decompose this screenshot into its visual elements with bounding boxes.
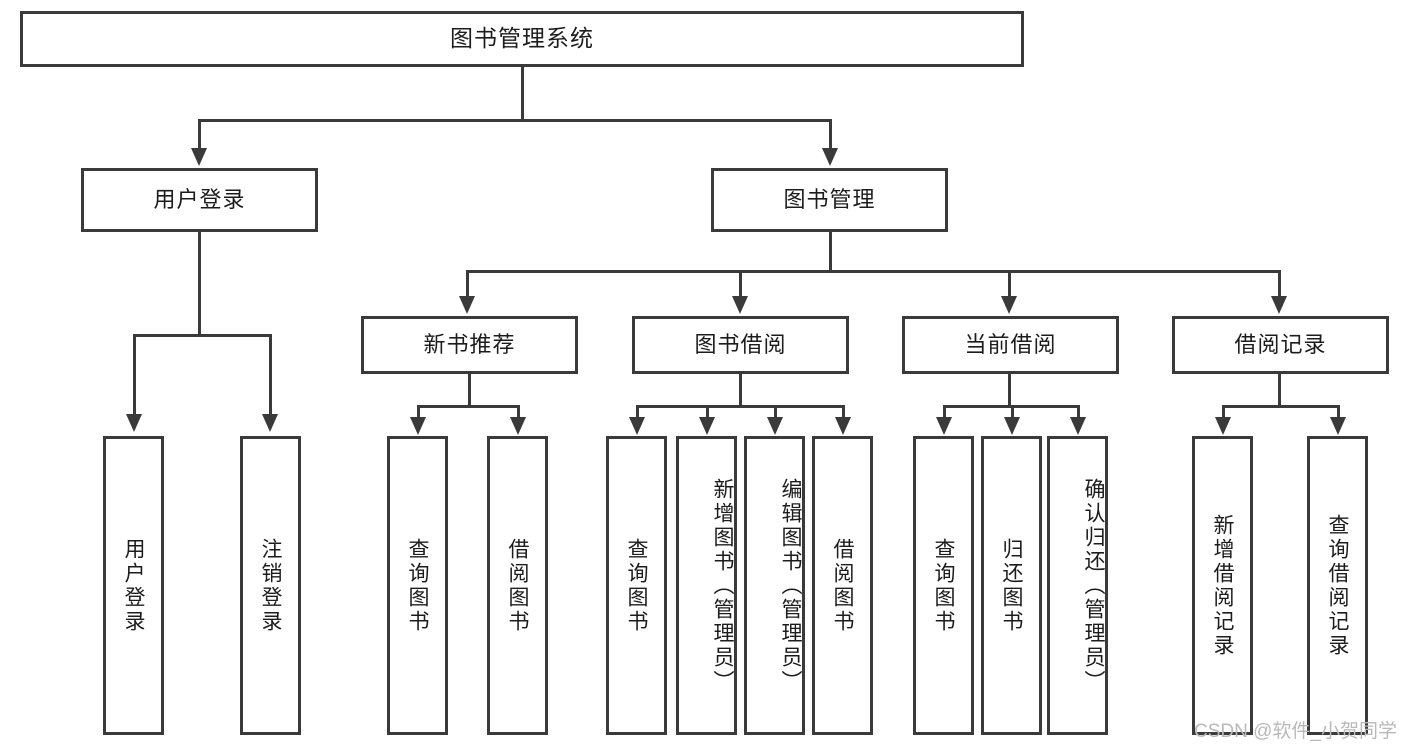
- node-label: 查询借阅记录: [1326, 513, 1350, 658]
- leaf-borrow-book-new[interactable]: 借阅图书: [487, 436, 548, 735]
- csdn-watermark: CSDN @软件_小贺同学: [1194, 721, 1397, 742]
- connector-user-login-stem: [198, 232, 201, 335]
- arrow-to-leaf-borrow-book-2: [835, 417, 851, 435]
- arrow-to-borrow-record: [1271, 296, 1287, 314]
- node-label: 借阅记录: [1234, 331, 1327, 357]
- node-user-login[interactable]: 用户登录: [81, 168, 318, 232]
- leaf-confirm-return-admin[interactable]: 确认归还（管理员）: [1047, 436, 1108, 735]
- arrow-to-book-mgmt: [822, 148, 838, 166]
- connector-borrow-record-drop-1: [1222, 405, 1225, 419]
- node-label: 图书借阅: [694, 331, 787, 357]
- arrow-to-leaf-query-book-3: [936, 417, 952, 435]
- connector-borrow-record-bus: [1222, 405, 1340, 408]
- connector-root-to-book-mgmt: [829, 119, 832, 150]
- connector-root-bus: [198, 119, 832, 122]
- node-root-system[interactable]: 图书管理系统: [20, 11, 1024, 67]
- leaf-edit-book-admin[interactable]: 编辑图书（管理员）: [744, 436, 805, 735]
- leaf-return-book[interactable]: 归还图书: [981, 436, 1042, 735]
- node-label: 图书管理: [783, 186, 876, 212]
- leaf-query-book-current[interactable]: 查询图书: [913, 436, 974, 735]
- connector-user-login-drop-2: [269, 334, 272, 416]
- arrow-to-current-borrow: [1001, 296, 1017, 314]
- node-label: 借阅图书: [506, 537, 530, 634]
- connector-new-book-drop-2: [517, 405, 520, 419]
- connector-borrow-record-stem: [1278, 374, 1281, 406]
- leaf-query-book-new[interactable]: 查询图书: [387, 436, 448, 735]
- connector-book-mgmt-drop-2: [739, 270, 742, 298]
- leaf-add-borrow-record[interactable]: 新增借阅记录: [1192, 436, 1253, 735]
- connector-new-book-drop-1: [417, 405, 420, 419]
- connector-user-login-drop-1: [133, 334, 136, 416]
- arrow-to-leaf-add-book: [699, 417, 715, 435]
- node-label: 查询图书: [932, 537, 956, 634]
- arrow-to-leaf-user-login: [126, 414, 142, 432]
- arrow-to-leaf-query-record: [1330, 417, 1346, 435]
- arrow-to-leaf-edit-book: [767, 417, 783, 435]
- arrow-to-leaf-borrow-book-1: [510, 417, 526, 435]
- connector-user-login-bus: [133, 334, 272, 337]
- arrow-to-leaf-return-book: [1004, 417, 1020, 435]
- arrow-to-leaf-add-record: [1215, 417, 1231, 435]
- connector-book-borrow-bus: [636, 405, 844, 408]
- leaf-add-book-admin[interactable]: 新增图书（管理员）: [676, 436, 737, 735]
- node-book-borrow[interactable]: 图书借阅: [632, 316, 849, 374]
- connector-current-borrow-drop-2: [1011, 405, 1014, 419]
- connector-book-mgmt-drop-3: [1008, 270, 1011, 298]
- node-label: 归还图书: [1000, 537, 1024, 634]
- node-label: 用户登录: [153, 186, 246, 212]
- leaf-query-book-borrow[interactable]: 查询图书: [606, 436, 667, 735]
- connector-book-borrow-stem: [739, 374, 742, 406]
- connector-root-to-user-login: [198, 119, 201, 150]
- leaf-logout[interactable]: 注销登录: [240, 436, 301, 735]
- node-label: 注销登录: [259, 537, 283, 634]
- node-label: 新增借阅记录: [1211, 513, 1235, 658]
- connector-book-borrow-drop-3: [774, 405, 777, 419]
- connector-current-borrow-drop-1: [943, 405, 946, 419]
- node-label: 借阅图书: [831, 537, 855, 634]
- node-current-borrow[interactable]: 当前借阅: [902, 316, 1119, 374]
- connector-book-mgmt-drop-4: [1278, 270, 1281, 298]
- connector-book-mgmt-drop-1: [466, 270, 469, 298]
- node-borrow-record[interactable]: 借阅记录: [1172, 316, 1389, 374]
- connector-book-borrow-drop-1: [636, 405, 639, 419]
- connector-new-book-stem: [468, 374, 471, 406]
- connector-root-stem: [521, 67, 524, 120]
- node-label: 确认归还（管理员）: [1082, 477, 1105, 694]
- connector-book-mgmt-stem: [829, 232, 832, 271]
- connector-new-book-bus: [417, 405, 520, 408]
- arrow-to-new-book: [459, 296, 475, 314]
- node-label: 查询图书: [625, 537, 649, 634]
- node-new-book-recommend[interactable]: 新书推荐: [361, 316, 578, 374]
- arrow-to-leaf-query-book-1: [410, 417, 426, 435]
- arrow-to-leaf-query-book-2: [629, 417, 645, 435]
- node-label: 图书管理系统: [450, 25, 594, 52]
- node-label: 用户登录: [122, 537, 146, 634]
- connector-borrow-record-drop-2: [1337, 405, 1340, 419]
- leaf-user-login[interactable]: 用户登录: [103, 436, 164, 735]
- connector-current-borrow-drop-3: [1077, 405, 1080, 419]
- leaf-query-borrow-record[interactable]: 查询借阅记录: [1307, 436, 1368, 735]
- node-label: 当前借阅: [964, 331, 1057, 357]
- arrow-to-leaf-logout: [262, 414, 278, 432]
- node-label: 编辑图书（管理员）: [779, 477, 802, 694]
- connector-current-borrow-stem: [1008, 374, 1011, 406]
- leaf-borrow-book-borrow[interactable]: 借阅图书: [812, 436, 873, 735]
- connector-book-borrow-drop-2: [706, 405, 709, 419]
- node-label: 查询图书: [406, 537, 430, 634]
- connector-book-mgmt-bus: [466, 270, 1281, 273]
- arrow-to-book-borrow: [732, 296, 748, 314]
- node-book-management[interactable]: 图书管理: [711, 168, 948, 232]
- arrow-to-leaf-confirm-return: [1070, 417, 1086, 435]
- node-label: 新增图书（管理员）: [711, 477, 734, 694]
- arrow-to-user-login: [191, 148, 207, 166]
- node-label: 新书推荐: [423, 331, 516, 357]
- connector-book-borrow-drop-4: [842, 405, 845, 419]
